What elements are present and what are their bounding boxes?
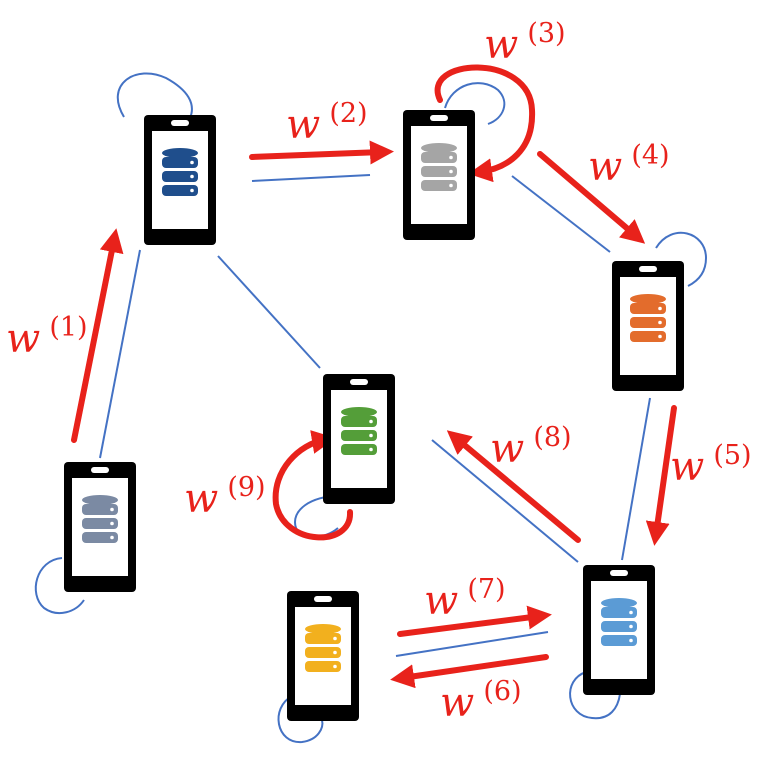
self-loop-p6 [277,695,324,744]
database-icon [82,495,118,545]
self-loop-p4 [655,231,708,287]
label-w9: w (9) [184,472,266,522]
phone-speaker [171,120,189,126]
database-icon [630,294,666,344]
phone-speaker [350,379,368,385]
link-p2-p7 [217,255,321,369]
arrow-w7 [397,605,552,637]
database-icon [341,407,377,457]
link-p1-p2 [99,249,141,459]
label-w8: w (8) [490,422,572,472]
self-loop-p1 [34,557,85,615]
label-w6: w (6) [440,676,522,726]
link-p2-p3 [251,174,371,182]
label-w4: w (4) [588,140,670,190]
arrows [71,64,677,689]
phone-p1 [64,462,136,592]
phone-p2 [144,115,216,245]
arrow-w9 [272,430,354,541]
label-w5: w (5) [670,440,752,490]
arrow-w5 [645,405,677,546]
phone-p3 [403,110,475,240]
database-icon [305,624,341,674]
phone-speaker [91,467,109,473]
arrow-w6 [390,654,549,689]
database-icon [601,598,637,648]
database-icon [421,143,457,193]
self-loop-p3 [444,82,506,125]
links [99,174,651,657]
arrow-w3 [434,64,536,183]
arrow-w1 [71,228,124,443]
link-p3-p4 [511,175,611,253]
arrow-w8 [446,430,581,543]
label-w3: w (3) [484,18,566,68]
phone-p6 [287,591,359,721]
phone-speaker [610,570,628,576]
labels: w (1) w (2) w (3) w (4) w (5) w (6) w (7… [6,18,752,726]
phones [64,110,684,721]
phone-speaker [430,115,448,121]
phone-speaker [639,266,657,272]
arrow-w2 [249,140,394,165]
label-w2: w (2) [286,98,368,148]
link-p4-p5 [621,397,651,561]
link-p5-p7 [431,439,579,563]
arrow-w4 [537,151,646,244]
phone-speaker [314,596,332,602]
phone-p4 [612,261,684,391]
link-p5-p6 [395,631,549,657]
database-icon [162,148,198,198]
self-loop-p2 [116,72,193,119]
label-w7: w (7) [424,574,506,624]
label-w1: w (1) [6,312,88,362]
self-loop-p5 [569,671,621,720]
phone-p7 [323,374,395,504]
phone-p5 [583,565,655,695]
